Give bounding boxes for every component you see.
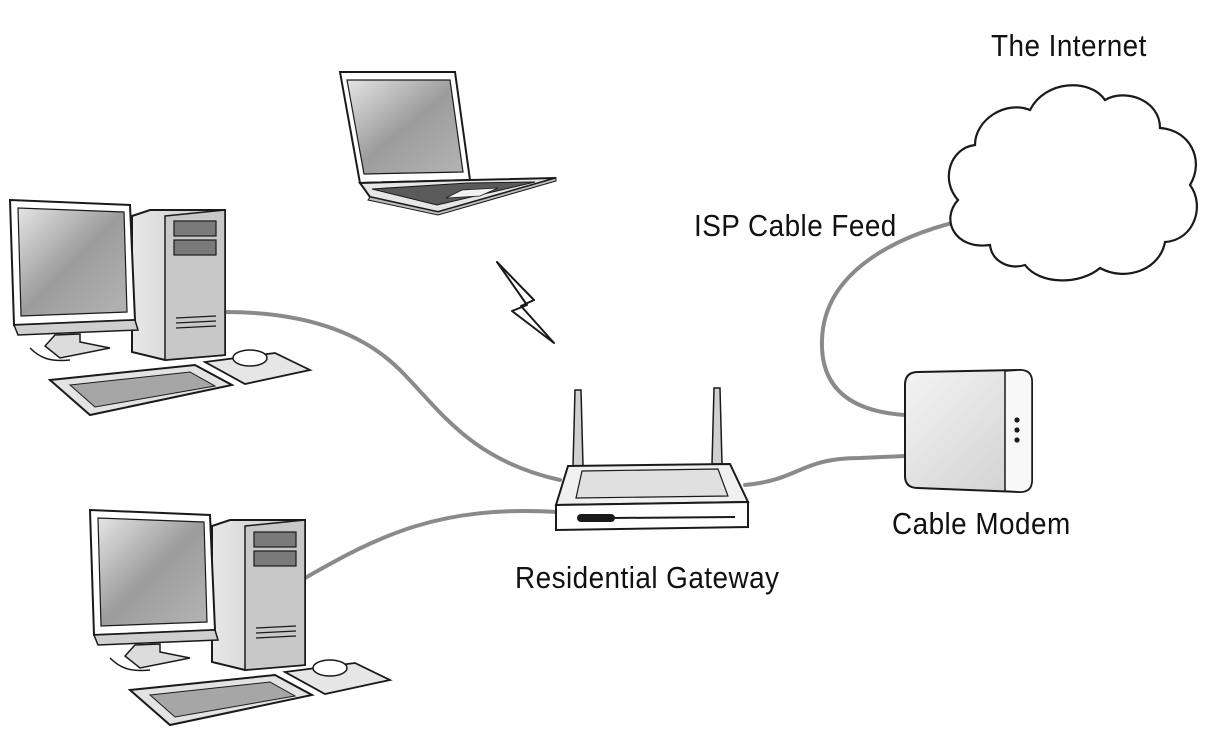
modem-led-1 [1014,417,1020,423]
residential-gateway [554,387,750,532]
desktop-computer-1 [8,198,313,417]
cable-desktop2-to-gateway [303,509,560,580]
desktop-computer-2 [88,508,393,727]
internet-label: The Internet [991,28,1147,63]
cable-gateway-to-modem [743,454,907,487]
antenna-right [711,387,723,465]
cable-modem [904,368,1033,494]
internet-cloud [947,84,1198,282]
cable-modem-label: Cable Modem [892,506,1071,541]
modem-led-3 [1014,437,1020,443]
residential-gateway-label: Residential Gateway [515,560,780,595]
isp-cable-feed-label: ISP Cable Feed [694,208,897,243]
wireless-signal-icon [496,261,555,344]
laptop [338,71,557,216]
cable-desktop1-to-gateway [223,310,562,482]
modem-led-2 [1014,427,1020,433]
cable-isp-feed [819,213,992,417]
cables [223,213,992,580]
antenna-left [572,389,584,467]
